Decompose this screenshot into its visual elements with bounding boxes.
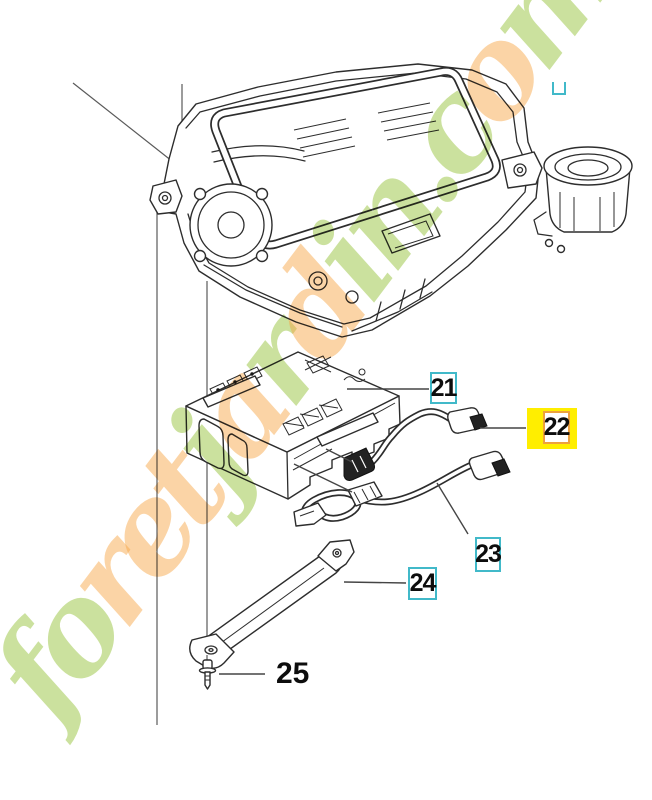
part-number-label: 21 [430,373,458,402]
leader-lines [219,388,526,675]
cable-23-illustration [293,450,511,527]
part-number-label: 25 [276,657,310,690]
control-module-illustration [185,351,401,500]
chassis-bowl-illustration [533,146,633,237]
part-callout-23[interactable]: 23 [475,537,502,572]
part-number-label: 23 [475,540,502,568]
part-callout-22[interactable]: 22 [543,411,570,444]
part-callout-21[interactable]: 21 [430,372,457,404]
part-callout-25[interactable]: 25 [276,657,309,691]
part-number-label: 22 [543,413,571,441]
strap-illustration [189,539,355,670]
part-number-label: 24 [409,569,437,597]
chassis-illustration [149,63,566,338]
partial-callout-box [552,82,566,95]
cable-22-illustration [343,407,488,481]
part-callout-24[interactable]: 24 [408,567,437,600]
part-callout-22-highlight[interactable]: 22 [527,408,577,449]
screw-illustration [198,655,217,690]
